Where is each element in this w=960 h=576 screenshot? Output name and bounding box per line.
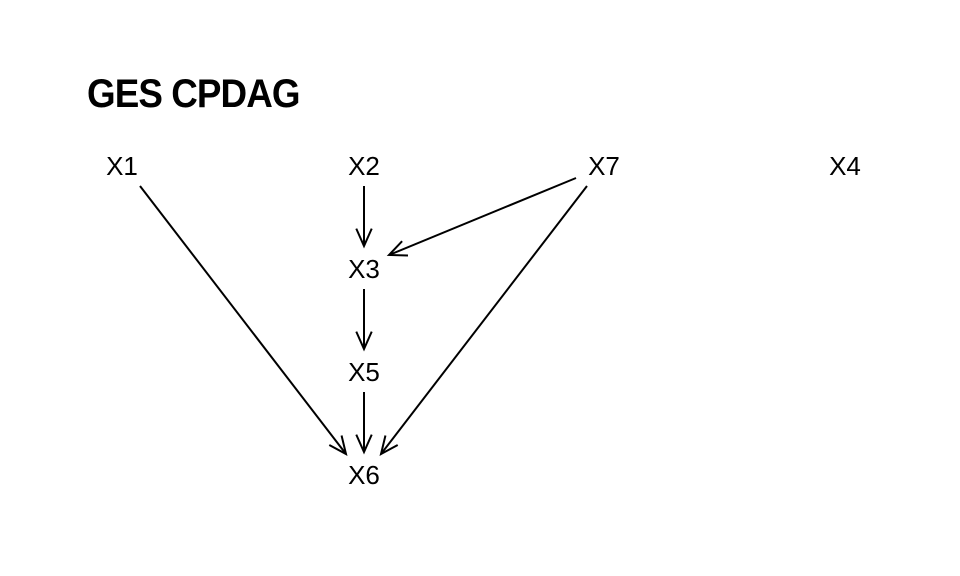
edge-line bbox=[139, 185, 347, 455]
arrowhead-icon bbox=[328, 435, 348, 456]
node-x7: X7 bbox=[588, 151, 620, 181]
arrowhead-icon bbox=[379, 435, 399, 456]
edge-x2-x3 bbox=[355, 186, 373, 249]
edge-line bbox=[380, 185, 588, 455]
node-x4: X4 bbox=[829, 151, 861, 181]
node-x3: X3 bbox=[348, 254, 380, 284]
edges-layer bbox=[139, 177, 588, 456]
edge-line bbox=[388, 177, 577, 256]
arrowhead-icon bbox=[355, 434, 373, 455]
edge-x7-x3 bbox=[386, 177, 577, 257]
arrowhead-icon bbox=[386, 240, 409, 257]
edge-x5-x6 bbox=[355, 392, 373, 455]
edge-x3-x5 bbox=[355, 289, 373, 352]
node-x6: X6 bbox=[348, 460, 380, 490]
arrowhead-icon bbox=[355, 331, 373, 352]
node-x2: X2 bbox=[348, 151, 380, 181]
node-x5: X5 bbox=[348, 357, 380, 387]
diagram-title: GES CPDAG bbox=[87, 72, 300, 116]
arrowhead-icon bbox=[355, 228, 373, 249]
edge-x7-x6 bbox=[379, 185, 588, 456]
node-x1: X1 bbox=[106, 151, 138, 181]
edge-x1-x6 bbox=[139, 185, 348, 456]
